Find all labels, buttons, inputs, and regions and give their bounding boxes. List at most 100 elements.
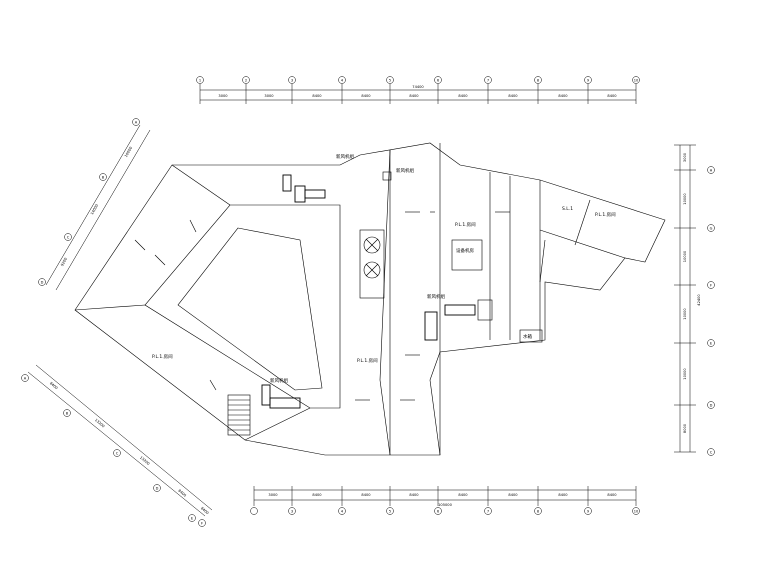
dim-line [27, 371, 206, 517]
axis-bubble [21, 374, 29, 382]
axis-bubble [132, 118, 140, 126]
room-label: 设备机房 [456, 247, 474, 254]
dim-label: 14000 [90, 203, 100, 216]
ridge-line [244, 407, 311, 441]
ridge-line [171, 164, 231, 206]
axis-label: 4 [341, 510, 344, 514]
dim-line [35, 364, 213, 511]
axis-label: 5 [389, 79, 391, 83]
axis-label: 5 [389, 510, 391, 514]
axis-label: 9 [587, 510, 590, 514]
dim-label: 3000 [268, 493, 278, 497]
room-label: P.L.1.房间 [595, 211, 616, 218]
dim-label: 8000 [683, 423, 687, 433]
dim-label: 8400 [458, 94, 468, 98]
axis-bubble [534, 76, 542, 84]
dim-line [55, 129, 151, 291]
ridge-line [74, 304, 146, 311]
axis-bubble [288, 507, 296, 515]
axis-bubble [707, 401, 715, 409]
room-label: P.L.1.房间 [455, 221, 476, 228]
axis-bubble [584, 76, 592, 84]
axis-label: F [710, 284, 712, 288]
axis-bubble [434, 76, 442, 84]
axis-bubble [484, 76, 492, 84]
dim-label: 3000 [264, 94, 274, 98]
dim-label: 8400 [312, 493, 322, 497]
atrium [177, 227, 323, 391]
axis-label: C [116, 452, 119, 456]
axis-bubble [707, 448, 715, 456]
vent-box [382, 171, 392, 181]
axis-label: 1 [199, 79, 201, 83]
axis-label: C [67, 236, 70, 240]
axis-bubble [707, 281, 715, 289]
duct-run [261, 174, 476, 409]
dim-label: 8400 [558, 94, 568, 98]
equipment-note: 新风机组 [336, 153, 354, 160]
axis-bubble [113, 449, 121, 457]
equipment-note: 新风机组 [270, 377, 288, 384]
axis-label: 8 [537, 79, 540, 83]
axis-label: 6 [437, 79, 440, 83]
axis-bubble [534, 507, 542, 515]
dim-total: 74400 [412, 85, 424, 89]
dim-label: 8400 [607, 493, 617, 497]
axis-label: D [710, 404, 713, 408]
axis-bubble [99, 173, 107, 181]
wall-line [539, 229, 626, 259]
dim-line [45, 124, 141, 286]
axis-bubble [386, 76, 394, 84]
dim-label: 8400 [458, 493, 468, 497]
axis-bubble [386, 507, 394, 515]
axis-label: A [24, 377, 27, 381]
axis-bubble [242, 76, 250, 84]
dim-label: 8400 [361, 493, 371, 497]
axis-bubble [250, 507, 258, 515]
axis-label: 9 [587, 79, 590, 83]
axis-label: E [710, 342, 713, 346]
dim-label: 13200 [139, 456, 151, 467]
axis-label: 3 [291, 79, 293, 83]
axis-bubble [707, 166, 715, 174]
corner-box [519, 329, 543, 343]
axis-label: F [201, 522, 203, 526]
stair-treads [228, 399, 250, 431]
axis-label: G [710, 227, 713, 231]
axis-bubble [484, 507, 492, 515]
wall-line [429, 351, 441, 456]
axis-bubble [584, 507, 592, 515]
axis-label: C [710, 451, 713, 455]
dim-label: 13200 [94, 418, 106, 429]
axis-label: 2 [245, 79, 247, 83]
dim-label: 8400 [508, 94, 518, 98]
axis-bubble [196, 76, 204, 84]
axis-bubble [707, 224, 715, 232]
vent-box [477, 299, 493, 321]
axis-bubble [64, 233, 72, 241]
dim-label: 10000 [683, 250, 687, 262]
axis-bubble [338, 76, 346, 84]
dim-label: 8400 [49, 381, 59, 390]
dim-label: 8400 [200, 506, 210, 515]
dim-label: 8400 [558, 493, 568, 497]
dim-label: 8400 [361, 94, 371, 98]
dim-total: 105000 [438, 503, 452, 507]
courtyard-outer [144, 204, 341, 409]
axis-bubble [707, 339, 715, 347]
axis-label: B [66, 412, 69, 416]
dim-label: 3000 [218, 94, 228, 98]
axis-label: 7 [487, 510, 489, 514]
equipment-room [451, 239, 483, 271]
axis-bubble [338, 507, 346, 515]
axis-bubble [288, 76, 296, 84]
equipment-note: 新风机组 [396, 167, 414, 174]
fan-icon [363, 261, 381, 279]
axis-label: 10 [634, 510, 639, 514]
room-label: P.L.1.房间 [152, 353, 173, 360]
axis-label: 7 [487, 79, 489, 83]
axis-label: 8 [537, 510, 540, 514]
building-outline [74, 142, 666, 456]
